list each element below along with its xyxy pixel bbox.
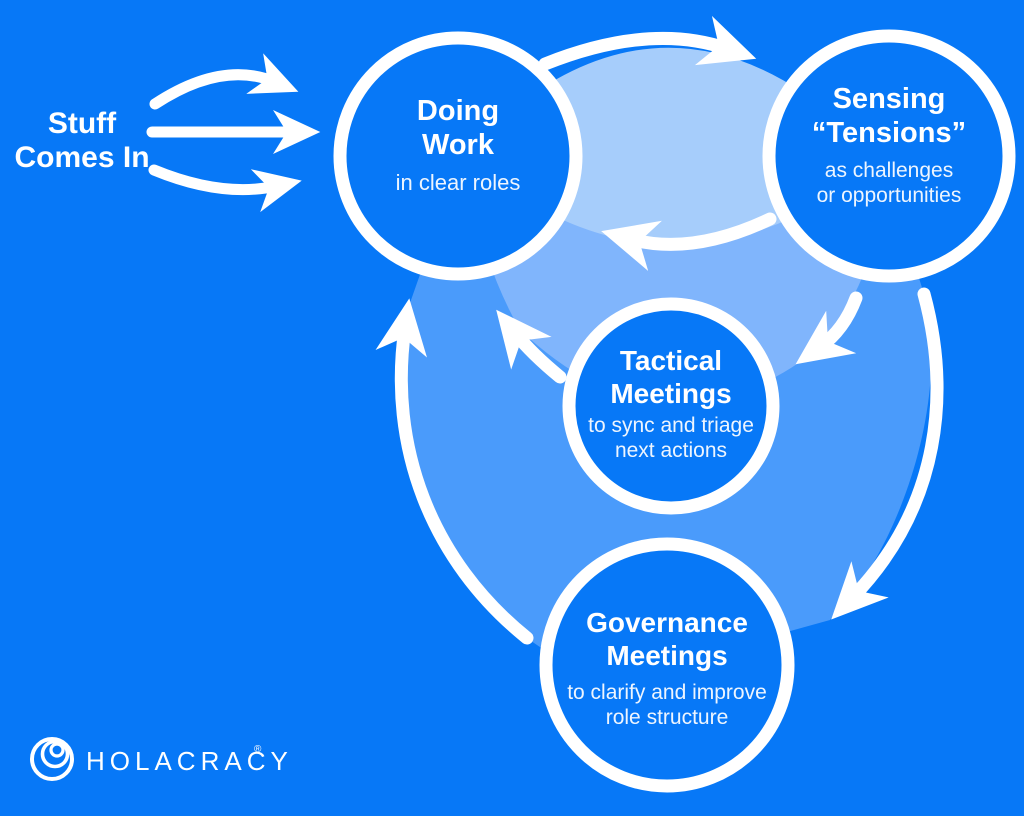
input-label-line1: Stuff [48, 107, 117, 140]
input-arrow-bottom [148, 164, 302, 213]
tactical-title-line2: Meetings [610, 378, 731, 409]
governance-subtitle-line2: role structure [606, 706, 729, 729]
arrow-sensing-to-governance [831, 287, 944, 620]
tactical-meetings-circle [562, 297, 780, 515]
doing-work-title-line1: Doing [417, 95, 499, 127]
holacracy-logo-registered: ® [254, 744, 262, 755]
governance-subtitle-line1: to clarify and improve [567, 681, 767, 704]
holacracy-logo-icon [30, 737, 74, 781]
doing-work-title-line2: Work [422, 129, 495, 161]
sensing-title-line2: “Tensions” [812, 117, 966, 149]
sensing-subtitle-line1: as challenges [825, 159, 953, 182]
governance-title-line2: Meetings [606, 640, 727, 671]
governance-meetings-circle [539, 537, 795, 793]
input-arrow-top [149, 53, 299, 110]
sensing-title-line1: Sensing [833, 83, 946, 115]
arrow-sensing-to-tactical [795, 291, 863, 365]
tactical-subtitle-line2: next actions [615, 439, 727, 462]
governance-title-line1: Governance [586, 607, 748, 638]
holacracy-logo-text: HOLACRACY [86, 746, 293, 776]
doing-work-circle [333, 31, 583, 281]
doing-work-subtitle: in clear roles [396, 170, 521, 195]
input-label-line2: Comes In [14, 141, 149, 174]
arrow-tactical-to-doingwork [496, 309, 567, 384]
arrow-doingwork-to-sensing [538, 15, 757, 71]
tactical-title-line1: Tactical [620, 345, 722, 376]
sensing-subtitle-line2: or opportunities [817, 184, 962, 207]
arrow-sensing-to-doingwork [601, 212, 777, 271]
tactical-subtitle-line1: to sync and triage [588, 414, 754, 437]
sensing-tensions-circle [762, 29, 1016, 283]
holacracy-logo: HOLACRACY ® [30, 737, 293, 781]
arrow-governance-to-doingwork [375, 298, 534, 645]
